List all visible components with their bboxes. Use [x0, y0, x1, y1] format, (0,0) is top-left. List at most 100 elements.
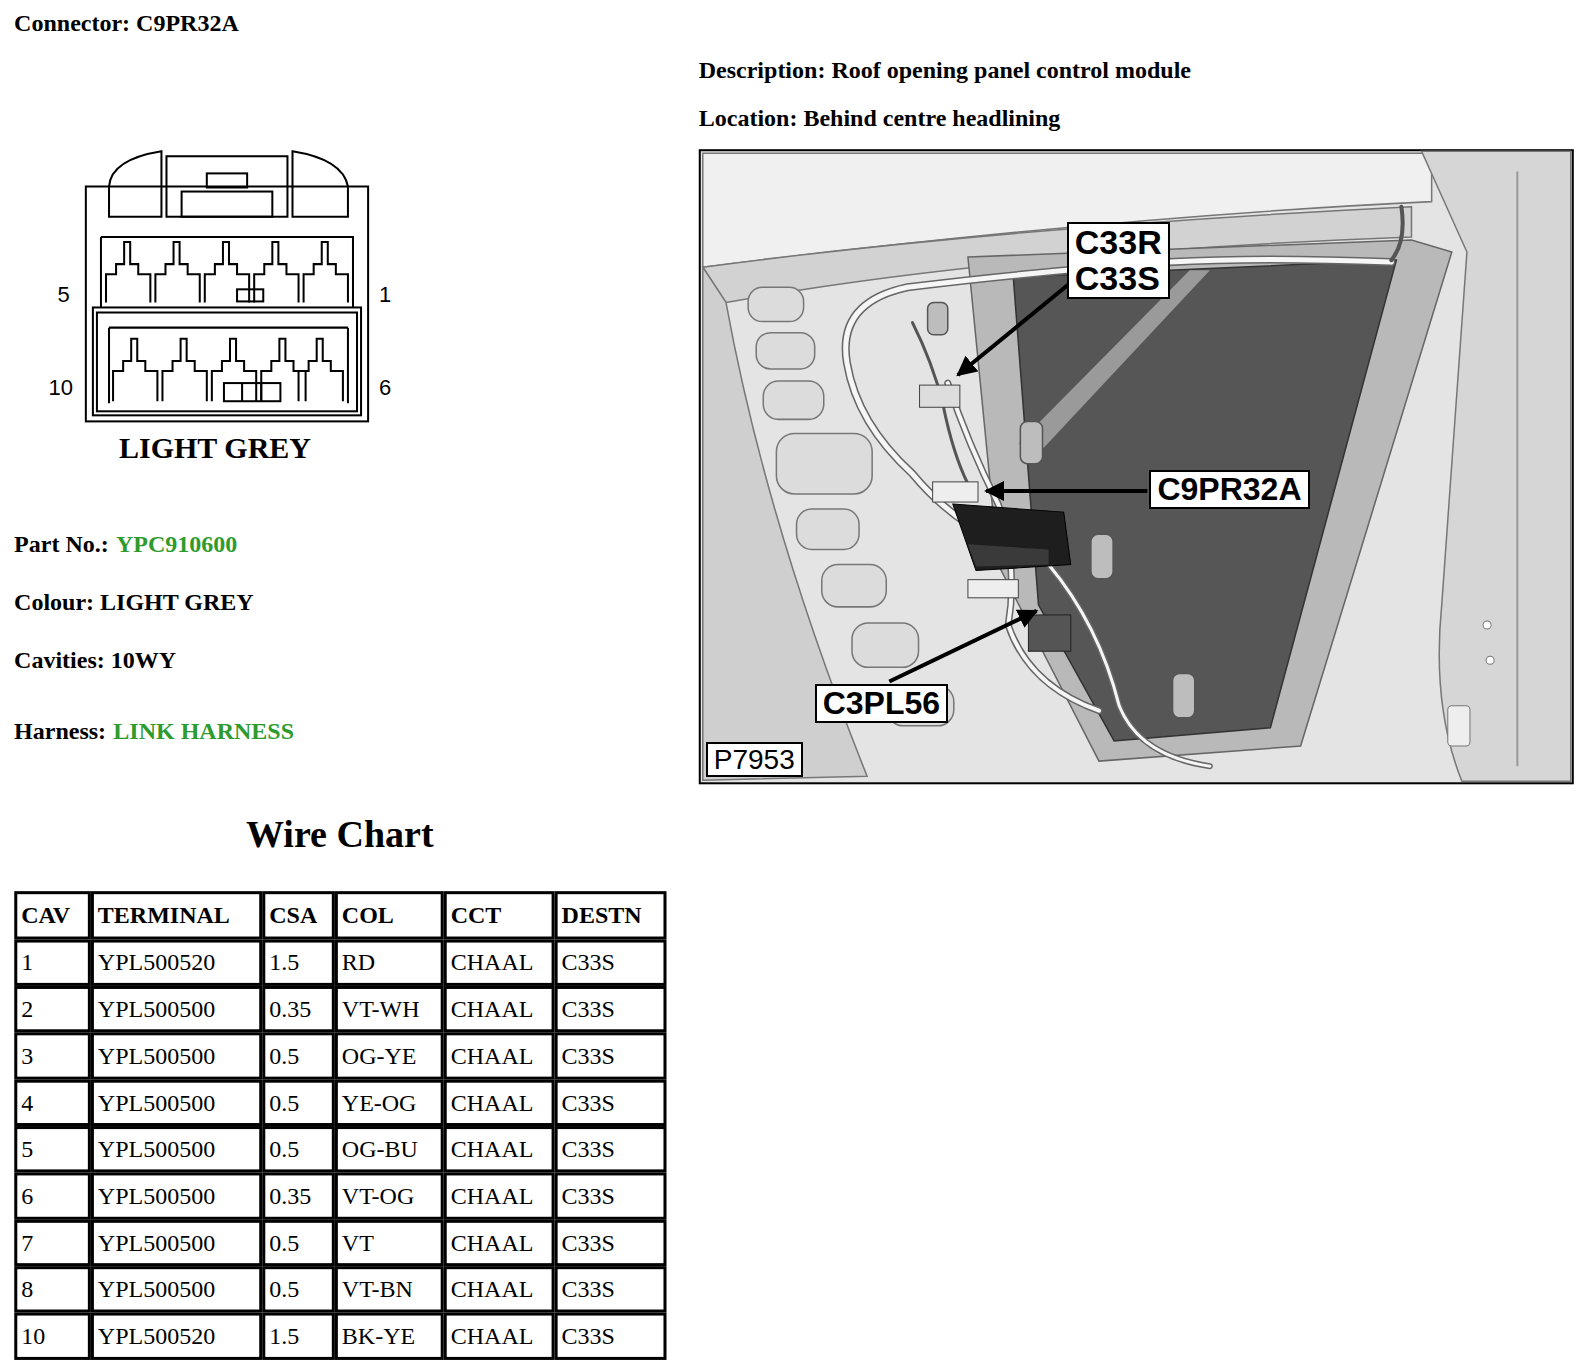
- callout-text: C3PL56: [823, 687, 940, 721]
- table-cell: YPL500500: [98, 986, 215, 1032]
- table-cell: 4: [21, 1080, 33, 1126]
- page-title: Connector: C9PR32A: [14, 10, 239, 38]
- table-title-text: Wire Chart: [246, 813, 434, 855]
- table-cell: 1.5: [269, 940, 299, 986]
- table-cell: YPL500500: [98, 1032, 215, 1079]
- table-cell: CHAAL: [451, 1080, 534, 1126]
- table-cell: VT: [342, 1220, 374, 1266]
- location-text: Location: Behind centre headlining: [699, 105, 1061, 131]
- table-cell: CHAAL: [451, 1126, 534, 1172]
- table-cell: C33S: [562, 1032, 615, 1079]
- table-cell: OG-YE: [342, 1032, 417, 1079]
- table-cell: YPL500520: [98, 1313, 215, 1360]
- table-cell: YPL500500: [98, 1220, 215, 1266]
- table-grid: [16, 893, 665, 1359]
- table-cell: 0.5: [269, 1266, 299, 1312]
- pin-number: 5: [57, 282, 69, 307]
- harness-text: Harness:: [14, 718, 106, 744]
- table-header: CCT: [451, 891, 502, 939]
- table-cell: VT-WH: [342, 986, 420, 1032]
- harness: Harness: LINK HARNESS: [14, 718, 294, 746]
- table-cell: 5: [21, 1126, 33, 1172]
- table-cell: VT-OG: [342, 1173, 414, 1220]
- table-cell: VT-BN: [342, 1266, 413, 1312]
- colour-text: Colour: LIGHT GREY: [14, 589, 254, 615]
- table-cell: CHAAL: [451, 1173, 534, 1220]
- table-title: Wire Chart: [246, 813, 434, 857]
- table-cell: 6: [21, 1173, 33, 1220]
- table-header: DESTN: [562, 891, 642, 939]
- connector-face: [86, 151, 368, 421]
- table-header: COL: [342, 891, 394, 939]
- table-cell: 1: [21, 940, 33, 986]
- roof-illustration: [700, 150, 1573, 783]
- cavities-text: Cavities: 10WY: [14, 647, 176, 673]
- table-cell: YPL500500: [98, 1173, 215, 1220]
- connector-colour: LIGHT GREY: [119, 431, 311, 466]
- cavities: Cavities: 10WY: [14, 647, 176, 675]
- colour: Colour: LIGHT GREY: [14, 589, 254, 617]
- table-cell: YPL500500: [98, 1126, 215, 1172]
- callout-label: C33R C33S: [1067, 222, 1170, 299]
- callout-label: C3PL56: [815, 684, 948, 724]
- table-cell: BK-YE: [342, 1313, 415, 1360]
- table-cell: C33S: [562, 1173, 615, 1220]
- table-cell: C33S: [562, 1313, 615, 1360]
- page-title-text: Connector: C9PR32A: [14, 10, 239, 36]
- table-cell: C33S: [562, 1080, 615, 1126]
- table-header: TERMINAL: [98, 891, 230, 939]
- table-cell: C33S: [562, 1266, 615, 1312]
- table-header: CAV: [21, 891, 70, 939]
- pin-number: 6: [379, 375, 391, 400]
- pin-number: 1: [379, 282, 391, 307]
- callout-label: C9PR32A: [1149, 470, 1309, 510]
- table-cell: C33S: [562, 1220, 615, 1266]
- pin-number-text: 1: [379, 282, 391, 307]
- table-cell: 3: [21, 1032, 33, 1079]
- pin-number: 10: [48, 375, 72, 400]
- table-cell: C33S: [562, 940, 615, 986]
- table-cell: CHAAL: [451, 986, 534, 1032]
- harness-text: LINK HARNESS: [113, 718, 294, 744]
- callout-label: P7953: [706, 742, 803, 777]
- table-cell: YPL500500: [98, 1080, 215, 1126]
- pin-number-text: 6: [379, 375, 391, 400]
- table-cell: CHAAL: [451, 940, 534, 986]
- table-cell: YPL500520: [98, 940, 215, 986]
- leader-arrows: [889, 284, 1147, 681]
- table-cell: CHAAL: [451, 1032, 534, 1079]
- table-cell: 0.35: [269, 1173, 311, 1220]
- table-cell: CHAAL: [451, 1313, 534, 1360]
- table-cell: C33S: [562, 986, 615, 1032]
- table-cell: 1.5: [269, 1313, 299, 1360]
- table-cell: 8: [21, 1266, 33, 1312]
- table-cell: 2: [21, 986, 33, 1032]
- table-cell: CHAAL: [451, 1220, 534, 1266]
- table-cell: 0.5: [269, 1126, 299, 1172]
- part-number-text: Part No.:: [14, 531, 109, 557]
- table-cell: 7: [21, 1220, 33, 1266]
- pin-number-text: 10: [48, 375, 72, 400]
- part-number: Part No.: YPC910600: [14, 531, 237, 559]
- table-header: CSA: [269, 891, 317, 939]
- table-cell: YPL500500: [98, 1266, 215, 1312]
- callout-text: P7953: [714, 745, 795, 774]
- table-cell: CHAAL: [451, 1266, 534, 1312]
- table-cell: OG-BU: [342, 1126, 418, 1172]
- table-cell: 10: [21, 1313, 45, 1360]
- pin-number-text: 5: [57, 282, 69, 307]
- table-cell: 0.5: [269, 1080, 299, 1126]
- table-cell: 0.5: [269, 1032, 299, 1079]
- description: Description: Roof opening panel control …: [699, 57, 1191, 85]
- table-cell: C33S: [562, 1126, 615, 1172]
- connector-colour-text: LIGHT GREY: [119, 431, 311, 464]
- callout-text: C9PR32A: [1157, 473, 1301, 507]
- location: Location: Behind centre headlining: [699, 105, 1061, 133]
- callout-text: C33R C33S: [1075, 225, 1162, 296]
- table-cell: RD: [342, 940, 375, 986]
- table-cell: 0.35: [269, 986, 311, 1032]
- table-cell: 0.5: [269, 1220, 299, 1266]
- part-number-text: YPC910600: [116, 531, 237, 557]
